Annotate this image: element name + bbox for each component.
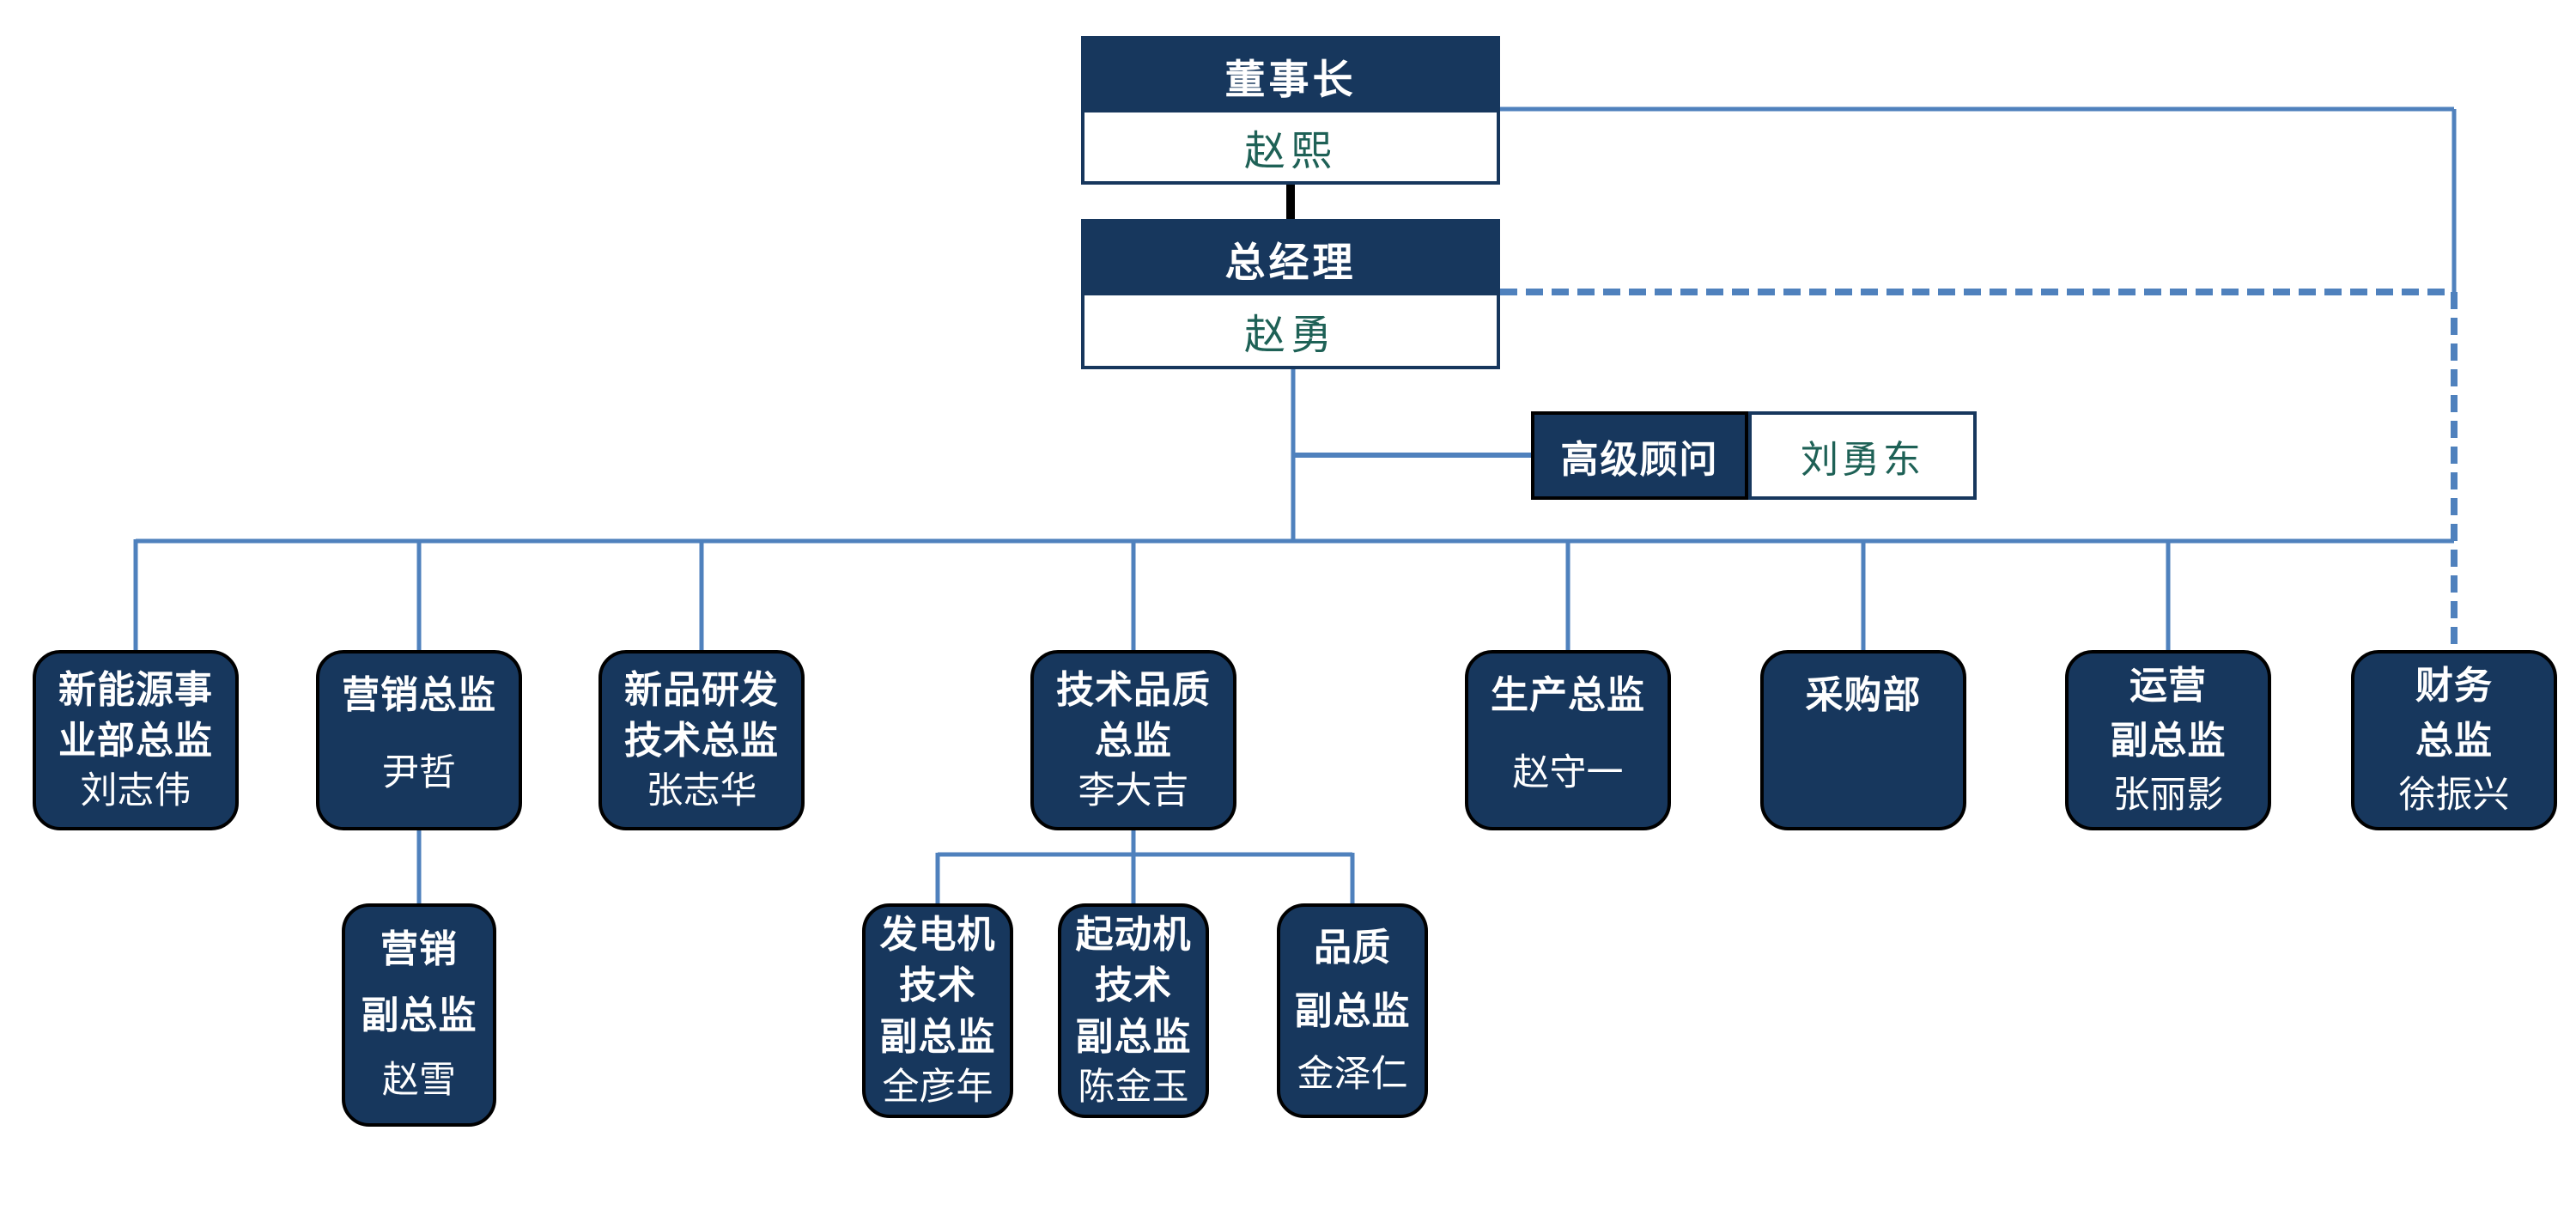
dept-title-line: 新品研发 [624, 668, 779, 711]
org-node-rnd: 新品研发 技术总监 张志华 [598, 650, 805, 830]
dept-name: 赵守一 [1512, 752, 1624, 793]
dept-name: 张志华 [646, 770, 757, 812]
org-node-procurement: 采购部 [1760, 650, 1966, 830]
dept-title-line: 财务 [2415, 664, 2493, 707]
dept-name: 赵雪 [382, 1061, 456, 1102]
dept-title-line: 技术 [899, 964, 976, 1007]
org-node-operations: 运营 副总监 张丽影 [2065, 650, 2271, 830]
chairman-name: 赵熙 [1243, 129, 1337, 174]
advisor-name: 刘勇东 [1748, 411, 1977, 500]
org-node-chairman: 董事长 赵熙 [1081, 36, 1500, 185]
org-node-techquality: 技术品质 总监 李大吉 [1030, 650, 1236, 830]
dept-title-line: 技术总监 [624, 720, 779, 763]
org-node-generator-deputy: 发电机 技术 副总监 全彦年 [862, 903, 1013, 1118]
dept-title-line: 总监 [1095, 720, 1172, 763]
dept-title-line: 副总监 [2110, 720, 2227, 763]
dept-name: 李大吉 [1078, 770, 1189, 812]
dept-title-line: 品质 [1314, 926, 1391, 969]
dept-title-line: 副总监 [1075, 1016, 1192, 1059]
dept-title-line: 采购部 [1805, 674, 1922, 716]
dept-title-line: 起动机 [1075, 913, 1192, 956]
dept-name: 刘志伟 [80, 770, 191, 812]
chairman-title: 董事长 [1084, 40, 1497, 112]
org-node-starter-deputy: 起动机 技术 副总监 陈金玉 [1058, 903, 1209, 1118]
dept-name: 金泽仁 [1297, 1054, 1408, 1095]
dept-title-line: 副总监 [879, 1016, 996, 1059]
dept-name: 张丽影 [2112, 775, 2224, 816]
advisor-title: 高级顾问 [1531, 411, 1748, 500]
org-node-quality-deputy: 品质 副总监 金泽仁 [1277, 903, 1428, 1118]
dept-title-line: 业部总监 [58, 720, 213, 763]
org-node-marketing: 营销总监 尹哲 [316, 650, 522, 830]
dept-title-line: 运营 [2129, 664, 2207, 707]
dept-name: 全彦年 [882, 1067, 993, 1108]
org-node-finance: 财务 总监 徐振兴 [2351, 650, 2557, 830]
dept-title-line: 技术品质 [1056, 668, 1211, 711]
org-node-marketing-deputy: 营销 副总监 赵雪 [342, 903, 496, 1127]
dept-title-line: 营销 [380, 928, 458, 971]
general-manager-name: 赵勇 [1243, 313, 1337, 358]
dept-name: 陈金玉 [1078, 1067, 1189, 1108]
dept-title-line: 生产总监 [1491, 674, 1645, 716]
dept-title-line: 副总监 [1294, 990, 1411, 1033]
org-node-production: 生产总监 赵守一 [1465, 650, 1671, 830]
general-manager-title: 总经理 [1084, 222, 1497, 295]
dept-title-line: 发电机 [879, 913, 996, 956]
org-node-general-manager: 总经理 赵勇 [1081, 219, 1500, 369]
dept-name: 尹哲 [382, 752, 456, 793]
dept-title-line: 总监 [2415, 720, 2493, 763]
dept-name: 徐振兴 [2398, 775, 2510, 816]
dept-title-line: 副总监 [361, 994, 477, 1037]
org-node-newenergy: 新能源事 业部总监 刘志伟 [33, 650, 239, 830]
dept-title-line: 技术 [1095, 964, 1172, 1007]
dept-title-line: 营销总监 [342, 674, 496, 716]
dept-title-line: 新能源事 [58, 668, 213, 711]
